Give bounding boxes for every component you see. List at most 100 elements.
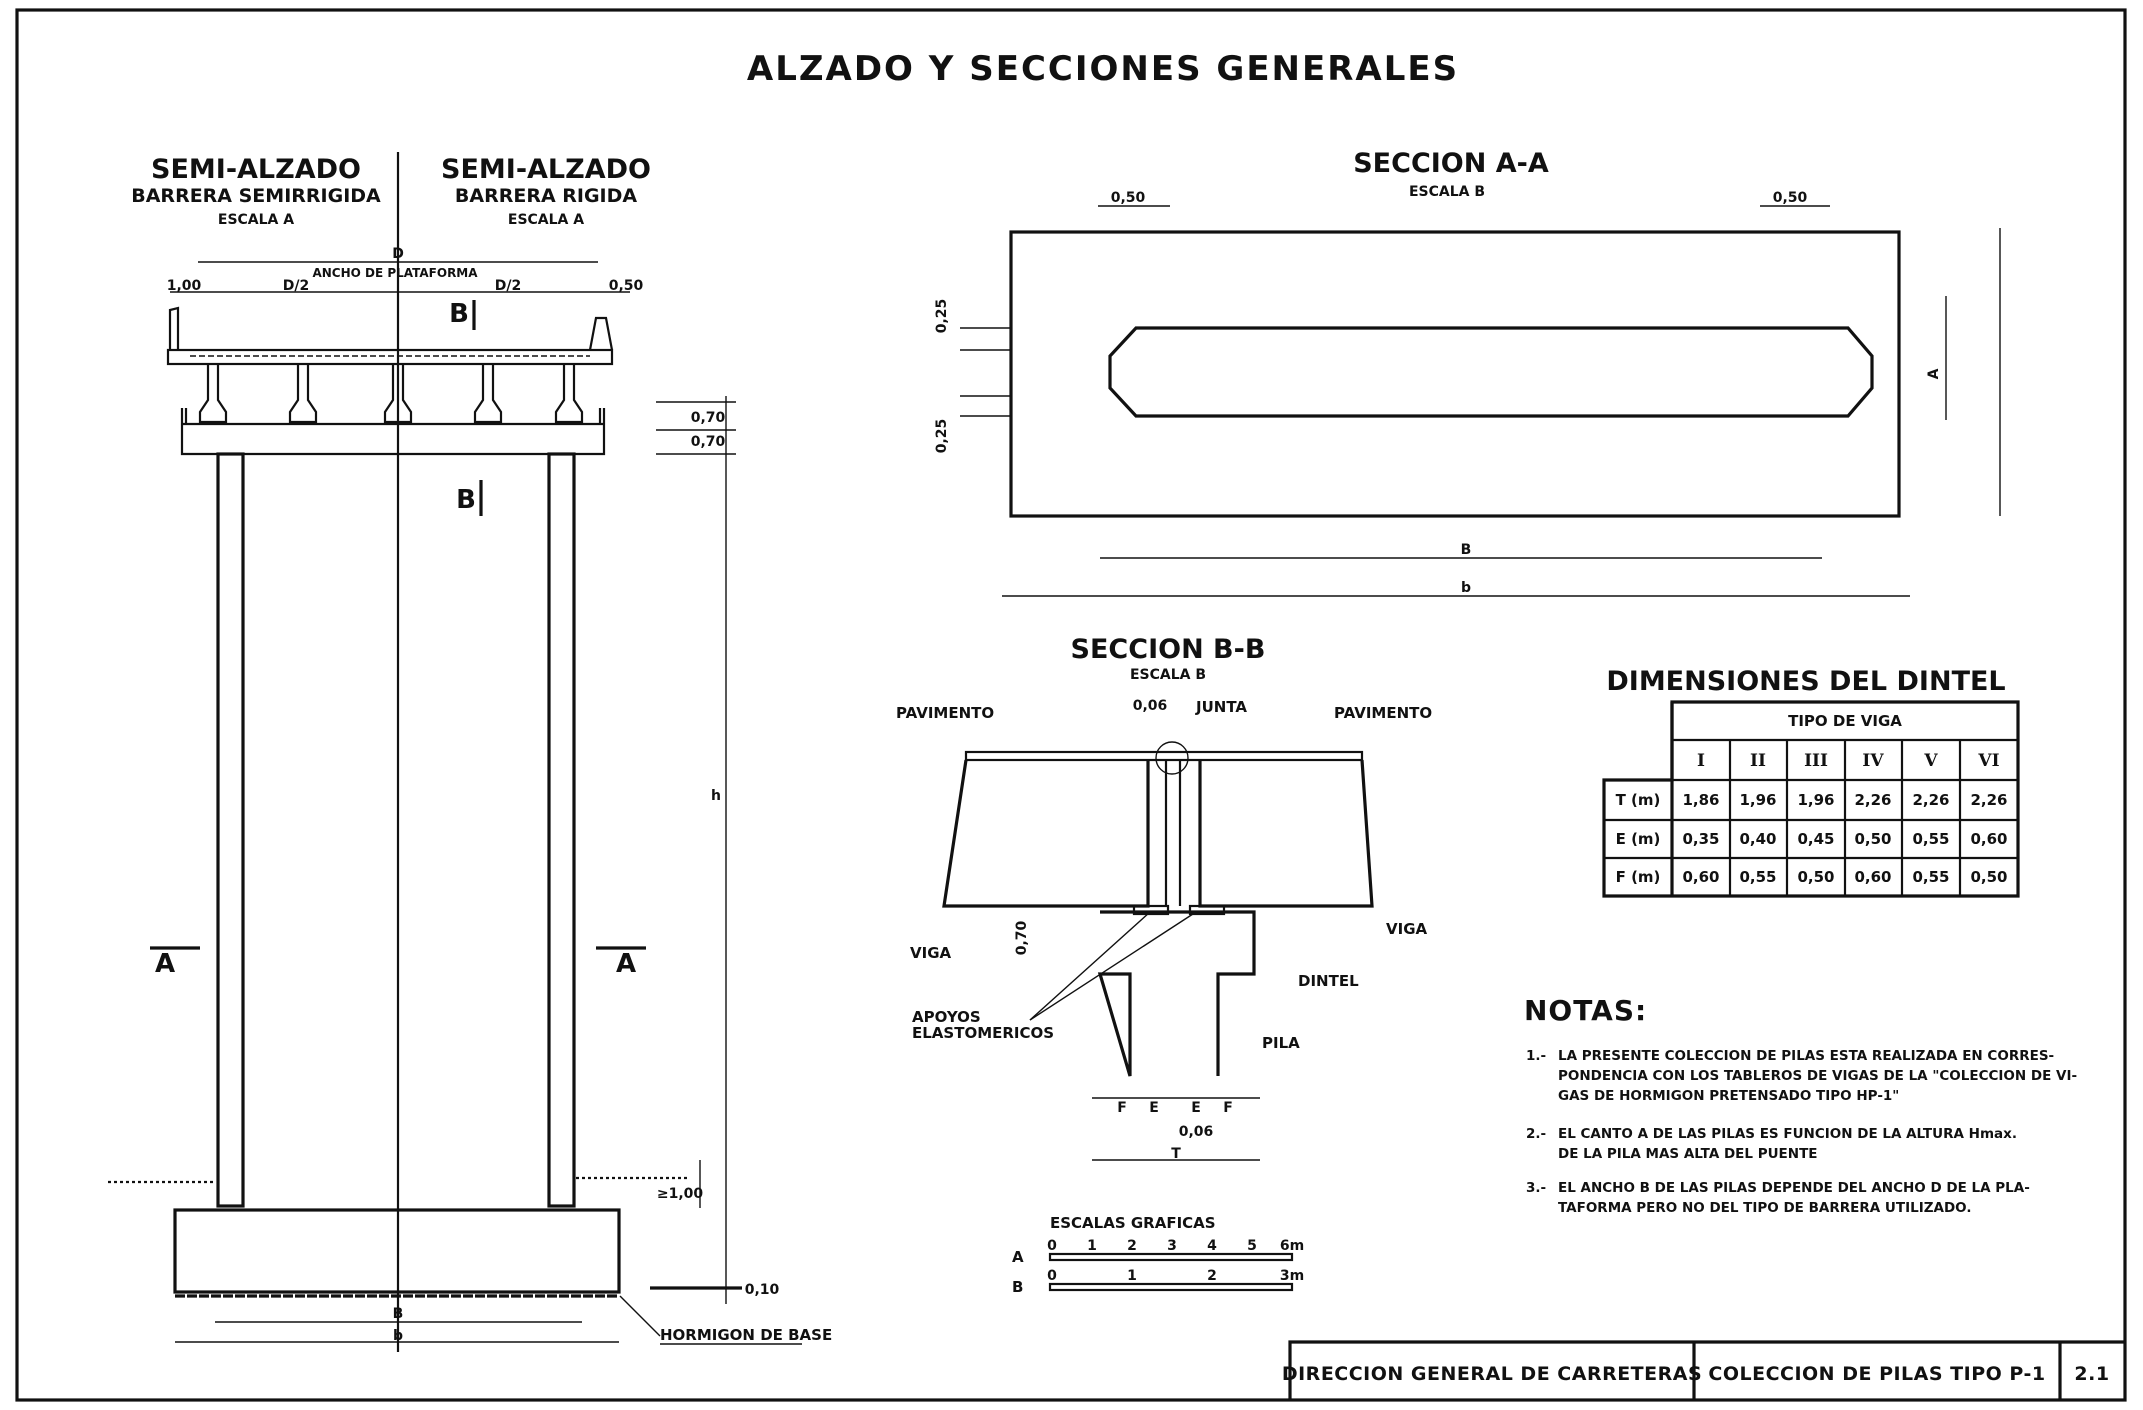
cut-B-top: B: [449, 299, 469, 329]
pier-section-outline: [1009, 230, 1901, 518]
barrier-rigid: [588, 316, 614, 351]
dim-T: T: [1171, 1146, 1181, 1162]
left-heading: SEMI-ALZADO: [151, 154, 361, 185]
cell-E-1: 0,35: [1682, 830, 1719, 848]
dim-0-10: 0,10: [745, 1282, 780, 1298]
dim-D2-right: D/2: [495, 278, 521, 294]
note-3-line-1: EL ANCHO B DE LAS PILAS DEPENDE DEL ANCH…: [1558, 1180, 2030, 1196]
dim-B: B: [1461, 542, 1472, 558]
scale-a-tick-6: 6m: [1280, 1238, 1304, 1254]
deck-slab: [166, 348, 614, 366]
cell-E-2: 0,40: [1739, 830, 1776, 848]
section-aa-heading: SECCION A-A: [1353, 148, 1549, 179]
dim-0-25-bottom: 0,25: [934, 419, 950, 454]
ancho-plataforma: ANCHO DE PLATAFORMA: [312, 266, 478, 280]
scale-a-tick-3: 3: [1167, 1238, 1177, 1254]
scale-a-tick-4: 4: [1207, 1238, 1217, 1254]
pila-label: PILA: [1262, 1034, 1300, 1052]
dim-0-50-left: 0,50: [1111, 190, 1146, 206]
col-II: II: [1750, 751, 1766, 771]
note-3-line-2: TAFORMA PERO NO DEL TIPO DE BARRERA UTIL…: [1558, 1200, 1971, 1216]
beam-right: [1198, 759, 1374, 908]
section-bb-scale: ESCALA B: [1130, 667, 1206, 683]
dim-D2-left: D/2: [283, 278, 309, 294]
right-subheading: BARRERA RIGIDA: [455, 185, 638, 207]
dim-1-00-ground: ≥1,00: [657, 1186, 704, 1202]
dim-0-50-right: 0,50: [1773, 190, 1808, 206]
col-I: I: [1697, 751, 1705, 771]
cell-F-4: 0,60: [1854, 868, 1891, 886]
pier-section-void: [1108, 326, 1874, 418]
cell-E-3: 0,45: [1797, 830, 1834, 848]
scale-b-tick-3: 3m: [1280, 1268, 1304, 1284]
junta: JUNTA: [1195, 698, 1247, 716]
dim-0-50: 0,50: [609, 278, 644, 294]
viga-right: VIGA: [1386, 920, 1428, 938]
drawing-title: ALZADO Y SECCIONES GENERALES: [747, 49, 1459, 89]
notes-heading: NOTAS:: [1524, 994, 1647, 1027]
left-scale: ESCALA A: [218, 212, 294, 228]
table-heading: DIMENSIONES DEL DINTEL: [1606, 666, 2005, 697]
right-scale: ESCALA A: [508, 212, 584, 228]
scale-a-label: A: [1012, 1248, 1024, 1266]
dim-A: A: [1926, 368, 1942, 379]
scales-heading: ESCALAS GRAFICAS: [1050, 1214, 1216, 1232]
dim-0-06-top: 0,06: [1133, 698, 1168, 714]
footing: [173, 1208, 621, 1294]
col-IV: IV: [1862, 751, 1884, 771]
right-heading: SEMI-ALZADO: [441, 154, 651, 185]
apoyos-label: APOYOS: [912, 1008, 981, 1026]
pavimento-left: PAVIMENTO: [896, 704, 994, 722]
barrier-semirrigid: [168, 306, 180, 350]
viga-left: VIGA: [910, 944, 952, 962]
cell-T-6: 2,26: [1970, 791, 2007, 809]
cell-T-3: 1,96: [1797, 791, 1834, 809]
cell-E-5: 0,55: [1912, 830, 1949, 848]
dim-1-00: 1,00: [167, 278, 202, 294]
scale-a-tick-1: 1: [1087, 1238, 1097, 1254]
scale-a-bar: [1048, 1252, 1294, 1262]
cut-B-bottom: B: [456, 485, 476, 515]
dimensions-table: DIMENSIONES DEL DINTEL TIPO DE VIGA I II…: [1602, 666, 2020, 898]
scale-b-tick-0: 0: [1047, 1268, 1057, 1284]
dim-F-1: F: [1117, 1100, 1127, 1116]
note-2-line-1: EL CANTO A DE LAS PILAS ES FUNCION DE LA…: [1558, 1126, 2017, 1142]
cell-T-5: 2,26: [1912, 791, 1949, 809]
col-III: III: [1804, 751, 1828, 771]
dintel-outline: [1097, 910, 1256, 1077]
footer-collection: COLECCION DE PILAS TIPO P-1: [1708, 1363, 2045, 1385]
dim-D: D: [392, 246, 404, 262]
cell-F-5: 0,55: [1912, 868, 1949, 886]
graphic-scales: ESCALAS GRAFICAS A 0 1 2 3 4 5 6m B 0 1 …: [1012, 1214, 1304, 1296]
bearing-left: [1132, 904, 1170, 916]
cell-T-2: 1,96: [1739, 791, 1776, 809]
note-1-line-1: LA PRESENTE COLECCION DE PILAS ESTA REAL…: [1558, 1048, 2054, 1064]
leader-hormigon: [619, 1295, 661, 1337]
cell-F-1: 0,60: [1682, 868, 1719, 886]
dim-b-base: b: [393, 1328, 403, 1344]
title-block: DIRECCION GENERAL DE CARRETERAS COLECCIO…: [1282, 1340, 2125, 1400]
dim-E-2: E: [1191, 1100, 1201, 1116]
pavimento-right: PAVIMENTO: [1334, 704, 1432, 722]
section-bb-heading: SECCION B-B: [1071, 634, 1266, 665]
note-3-num: 3.-: [1526, 1180, 1546, 1196]
note-1-line-2: PONDENCIA CON LOS TABLEROS DE VIGAS DE L…: [1558, 1068, 2077, 1084]
dim-h: h: [711, 788, 721, 804]
col-V: V: [1923, 751, 1938, 771]
footer-sheet: 2.1: [2074, 1363, 2109, 1385]
cell-E-4: 0,50: [1854, 830, 1891, 848]
section-aa-scale: ESCALA B: [1409, 184, 1485, 200]
dim-b: b: [1461, 580, 1471, 596]
joint-detail: [1155, 741, 1189, 775]
notes: NOTAS: 1.- LA PRESENTE COLECCION DE PILA…: [1524, 994, 2077, 1216]
row-E-label: E (m): [1616, 830, 1661, 848]
section-aa: SECCION A-A ESCALA B 0,50 0,50 0,25 0,25…: [934, 148, 2001, 597]
scale-a-tick-0: 0: [1047, 1238, 1057, 1254]
cell-E-6: 0,60: [1970, 830, 2007, 848]
dim-0-06-bottom: 0,06: [1179, 1124, 1214, 1140]
dim-0-70-a: 0,70: [691, 410, 726, 426]
cell-T-1: 1,86: [1682, 791, 1719, 809]
dim-0-70-b: 0,70: [691, 434, 726, 450]
cut-A-right: A: [616, 949, 636, 979]
